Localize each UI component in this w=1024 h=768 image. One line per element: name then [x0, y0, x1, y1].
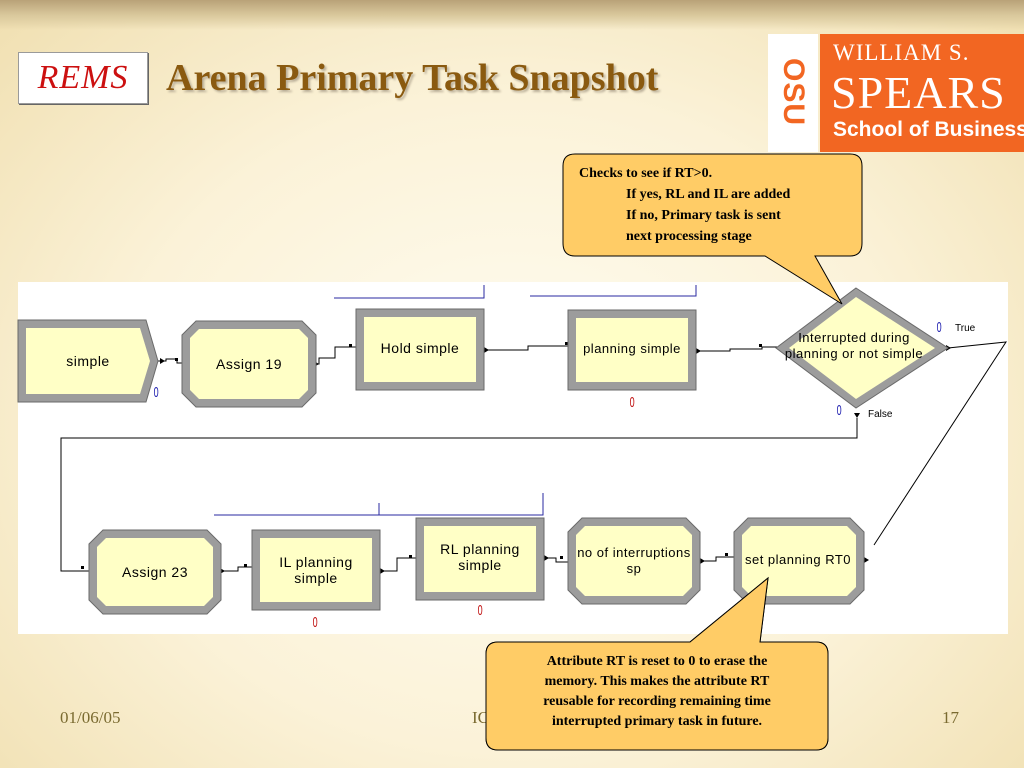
- counter-create-simple: 0: [153, 384, 159, 401]
- top-callout-line1: Checks to see if RT>0.: [579, 166, 713, 181]
- module-assign23-label: Assign 23: [122, 564, 188, 580]
- connector-nointerrupt-to-setplanning: [700, 556, 734, 562]
- connector-true-to-setplanning: [873, 341, 1007, 546]
- decide-true-label: True: [955, 323, 976, 334]
- module-hold-simple-label: Hold simple: [380, 340, 460, 356]
- planning-simple-face: [576, 318, 688, 382]
- bottom-callout-line1: Attribute RT is reset to 0 to erase the: [546, 654, 768, 669]
- assign19-face: [190, 329, 308, 399]
- counter-planning-simple: 0: [629, 394, 635, 411]
- module-planning-simple-label: planning simple: [583, 341, 681, 356]
- counter-decide-false: 0: [836, 402, 842, 419]
- module-set-planning-label: set planning RT0: [744, 552, 852, 567]
- bottom-callout-line2: memory. This makes the attribute RT: [544, 674, 770, 689]
- port-decide-in: [759, 344, 762, 347]
- footer-page-number: 17: [942, 708, 959, 727]
- osu-logo-orange-block: WILLIAM S. SPEARS School of Business: [820, 34, 1024, 152]
- bottom-callout-line4: interrupted primary task in future.: [551, 714, 763, 729]
- bottom-callout-overlay-shape: [485, 576, 829, 751]
- hold-simple-bar: [334, 285, 485, 299]
- counter-il-planning: 0: [312, 614, 318, 631]
- footer-date: 01/06/05: [60, 708, 121, 727]
- port-il-out: [380, 568, 385, 574]
- connector-il-to-rl: [380, 557, 416, 572]
- module-create-simple-label: simple: [66, 353, 110, 369]
- module-il-planning-label: IL planning simple: [279, 554, 353, 586]
- port-planning-in: [565, 342, 568, 345]
- port-hold-out: [484, 347, 489, 353]
- top-callout-line2: If yes, RL and IL are added: [626, 187, 791, 202]
- connector-false-to-assign23: [60, 418, 858, 572]
- connector-rl-to-nointerrupt: [544, 557, 568, 563]
- footer-center-text: IC: [472, 708, 489, 727]
- top-callout-line3: If no, Primary task is sent: [626, 208, 781, 223]
- bottom-callout-line3: reusable for recording remaining time: [543, 694, 771, 709]
- osu-logo-line1: WILLIAM S.: [833, 40, 970, 65]
- port-decide-false-out: [854, 413, 860, 418]
- decide-false-label: False: [868, 409, 893, 420]
- port-nointerrupt-out: [700, 558, 705, 564]
- osu-logo-line2: SPEARS: [831, 67, 1006, 118]
- module-no-of-interruptions-label: no of interruptions sp: [577, 545, 691, 576]
- counter-rl-planning: 0: [477, 602, 483, 619]
- top-callout-line4: next processing stage: [626, 229, 752, 244]
- module-frames: [17, 287, 949, 615]
- osu-spears-logo: OSU WILLIAM S. SPEARS School of Business: [768, 34, 1024, 152]
- counter-decide-true: 0: [936, 319, 942, 336]
- rl-planning-bar: [379, 493, 544, 516]
- no-of-interruptions-face: [576, 526, 692, 596]
- port-setplanning-in: [725, 553, 728, 556]
- connector-hold-to-planning: [484, 345, 570, 351]
- port-planning-out: [696, 348, 701, 354]
- module-attribute-bars: [214, 285, 697, 516]
- port-hold-in: [349, 344, 352, 347]
- hold-simple-face: [364, 317, 476, 382]
- port-assign19-in: [175, 358, 178, 361]
- top-decorative-band: [0, 0, 1024, 30]
- port-assign23-in: [81, 566, 84, 569]
- osu-logo-white-strip: OSU: [768, 34, 818, 152]
- module-rl-planning-label: RL planning simple: [440, 541, 520, 573]
- port-create-out: [160, 358, 165, 364]
- port-rl-out: [544, 555, 549, 561]
- port-nointerrupt-in: [560, 556, 563, 559]
- set-planning-face: [742, 526, 856, 596]
- module-assign19-label: Assign 19: [216, 356, 282, 372]
- osu-logo-line3: School of Business: [833, 118, 1024, 141]
- connector-planning-to-decide: [697, 346, 777, 352]
- assign23-face: [97, 538, 213, 606]
- rems-logo: REMS: [18, 52, 148, 104]
- decide-face: [789, 297, 935, 399]
- port-setplanning-out: [864, 557, 869, 563]
- port-il-in: [244, 564, 247, 567]
- rl-planning-face: [424, 526, 536, 592]
- port-rl-in: [409, 555, 412, 558]
- il-planning-face: [260, 538, 372, 602]
- planning-simple-bar: [530, 285, 697, 297]
- module-decide-label: Interrupted during planning or not simpl…: [784, 330, 924, 361]
- slide-title: Arena Primary Task Snapshot: [166, 57, 659, 99]
- top-callout-shape: [562, 153, 863, 305]
- rems-logo-text: REMS: [37, 59, 129, 96]
- create-simple-face: [26, 328, 150, 394]
